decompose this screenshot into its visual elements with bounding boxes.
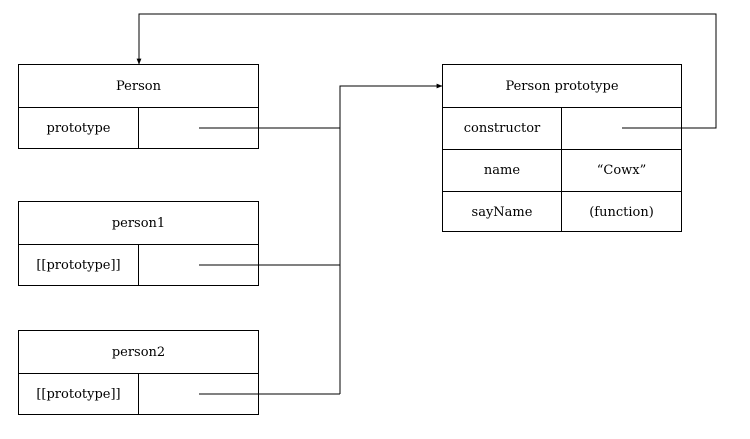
person-box: Person prototype [18, 64, 259, 149]
person-prototype-key: prototype [19, 108, 139, 149]
person-prototype-box: Person prototype constructor name “Cowx”… [442, 64, 682, 232]
prototype-trunk-arrow [339, 83, 443, 394]
name-row: name “Cowx” [443, 149, 681, 191]
person1-title: person1 [111, 215, 166, 231]
constructor-row: constructor [443, 107, 681, 149]
person-prototype-row: prototype [19, 107, 258, 149]
person1-prototype-value [139, 245, 258, 286]
person-prototype-title: Person prototype [505, 78, 619, 94]
person2-prototype-value [139, 374, 258, 415]
sayname-value: (function) [589, 204, 654, 220]
name-key: name [443, 150, 562, 191]
sayname-row: sayName (function) [443, 191, 681, 232]
person1-box: person1 [[prototype]] [18, 201, 259, 286]
person2-title: person2 [111, 344, 166, 360]
person2-prototype-row: [[prototype]] [19, 373, 258, 415]
sayname-key: sayName [443, 192, 562, 232]
constructor-key: constructor [443, 108, 562, 149]
constructor-value [562, 108, 681, 149]
person2-prototype-key: [[prototype]] [19, 374, 139, 415]
person-prototype-value [139, 108, 258, 149]
person2-box: person2 [[prototype]] [18, 330, 259, 415]
person-title: Person [116, 78, 161, 94]
name-value: “Cowx” [596, 163, 647, 178]
person1-prototype-key: [[prototype]] [19, 245, 139, 286]
person1-prototype-row: [[prototype]] [19, 244, 258, 286]
